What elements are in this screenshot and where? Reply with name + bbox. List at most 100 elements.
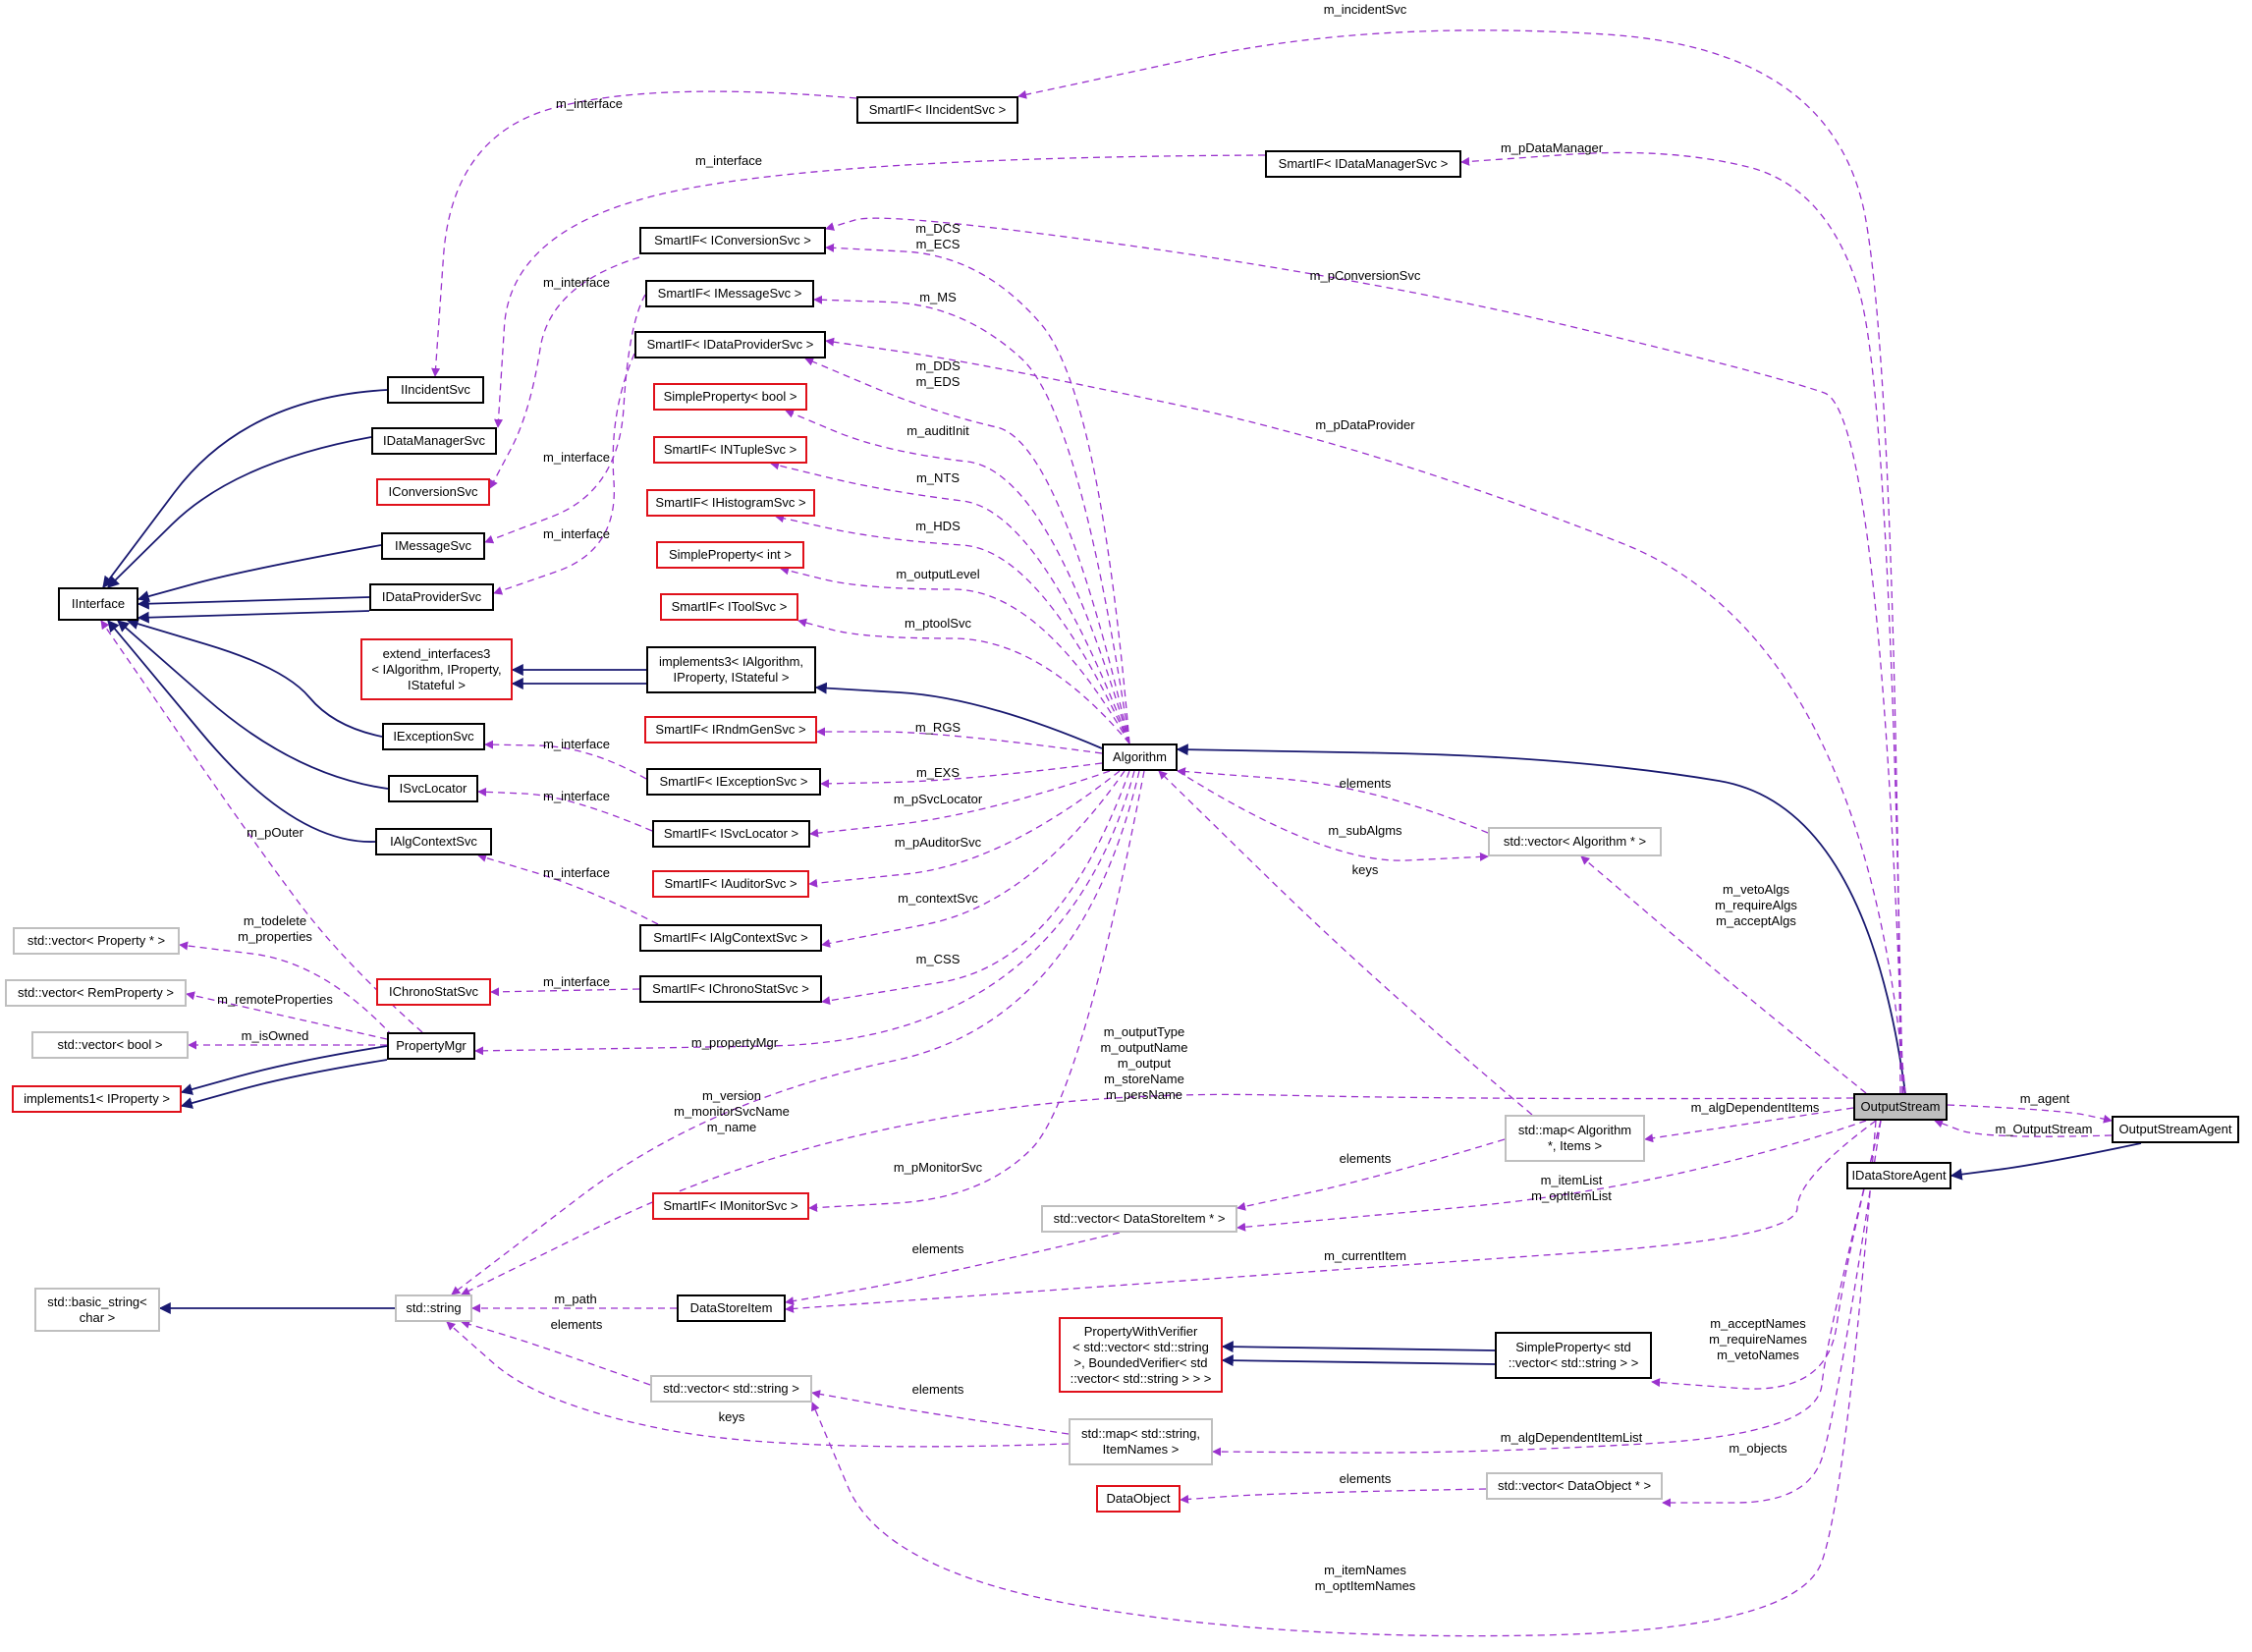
- edge-label: m_interface: [543, 974, 610, 989]
- edge-label: m_pDataProvider: [1315, 417, 1415, 432]
- class-node-iconv-if[interactable]: SmartIF< IConversionSvc >: [639, 227, 826, 254]
- class-node-irndm-if[interactable]: SmartIF< IRndmGenSvc >: [644, 716, 817, 743]
- class-node-imsg-if[interactable]: SmartIF< IMessageSvc >: [645, 280, 814, 307]
- class-node-ihist-if[interactable]: SmartIF< IHistogramSvc >: [646, 489, 815, 517]
- class-node-imsg[interactable]: IMessageSvc: [381, 532, 485, 560]
- edge-usage-outputstream-to-map-str: [1212, 1120, 1882, 1457]
- class-node-iconv[interactable]: IConversionSvc: [376, 478, 490, 506]
- edge-label: m_NTS: [916, 470, 960, 485]
- edge-usage-map-str-to-vec-str: [811, 1389, 1070, 1435]
- edge-inherit-osagent-to-idsagent: [1950, 1142, 2142, 1181]
- edge-label: m_pOuter: [247, 825, 303, 840]
- class-node-iincidentsvc-if[interactable]: SmartIF< IIncidentSvc >: [856, 96, 1018, 124]
- class-node-vec-alg[interactable]: std::vector< Algorithm * >: [1488, 827, 1662, 856]
- edge-usage-algorithm-to-irndm-if: [816, 727, 1103, 754]
- edge-label: m_interface: [543, 865, 610, 880]
- edge-label: m_algDependentItemList: [1501, 1430, 1643, 1445]
- class-node-idp-if[interactable]: SmartIF< IDataProviderSvc >: [634, 331, 826, 358]
- edge-inherit-idp-to-iinterface: [137, 596, 370, 610]
- class-node-iaudit-if[interactable]: SmartIF< IAuditorSvc >: [652, 870, 809, 898]
- class-node-vec-bool[interactable]: std::vector< bool >: [31, 1031, 189, 1059]
- edge-label: m_HDS: [915, 519, 961, 533]
- class-node-stdstring[interactable]: std::string: [395, 1294, 472, 1322]
- edge-usage-algorithm-to-sp-int: [780, 566, 1130, 744]
- edge-label: elements: [912, 1241, 964, 1256]
- class-node-ichrono-if[interactable]: SmartIF< IChronoStatSvc >: [639, 975, 822, 1003]
- class-node-dataobject[interactable]: DataObject: [1096, 1485, 1181, 1513]
- class-node-extend3[interactable]: extend_interfaces3 < IAlgorithm, IProper…: [360, 638, 513, 700]
- class-node-map-alg[interactable]: std::map< Algorithm *, Items >: [1505, 1115, 1645, 1162]
- edge-usage-algorithm-to-itool-if: [797, 618, 1130, 744]
- edge-label: m_incidentSvc: [1324, 2, 1407, 17]
- edge-label: elements: [1340, 1471, 1392, 1486]
- edge-label: m_pConversionSvc: [1310, 268, 1421, 283]
- class-node-isvcloc[interactable]: ISvcLocator: [388, 775, 478, 802]
- class-node-osagent[interactable]: OutputStreamAgent: [2112, 1116, 2239, 1143]
- edge-inherit-ialgctx-to-iinterface: [107, 620, 376, 843]
- class-node-sp-vecstr[interactable]: SimpleProperty< std ::vector< std::strin…: [1495, 1332, 1652, 1379]
- edge-usage-outputstream-to-vec-do: [1662, 1120, 1882, 1508]
- class-node-sp-bool[interactable]: SimpleProperty< bool >: [653, 383, 807, 411]
- class-node-propmgr[interactable]: PropertyMgr: [387, 1032, 475, 1060]
- edge-usage-iconv-if-to-iconv: [489, 256, 640, 489]
- class-node-iexc-if[interactable]: SmartIF< IExceptionSvc >: [646, 768, 821, 796]
- class-node-vec-dsi[interactable]: std::vector< DataStoreItem * >: [1041, 1205, 1237, 1233]
- class-node-dsi[interactable]: DataStoreItem: [677, 1294, 786, 1322]
- class-node-vec-do[interactable]: std::vector< DataObject * >: [1486, 1472, 1663, 1500]
- edge-usage-algorithm-to-vec-alg: [1177, 770, 1489, 861]
- class-node-impl1[interactable]: implements1< IProperty >: [12, 1085, 182, 1113]
- class-node-iinterface[interactable]: IInterface: [58, 587, 138, 621]
- edge-usage-algorithm-to-ialgctx-if: [821, 770, 1126, 948]
- class-node-isvcloc-if[interactable]: SmartIF< ISvcLocator >: [652, 820, 810, 848]
- class-node-sp-int[interactable]: SimpleProperty< int >: [656, 541, 804, 569]
- edge-label: elements: [1340, 776, 1392, 791]
- edge-label: m_agent: [2020, 1091, 2070, 1106]
- edge-label: m_outputLevel: [896, 567, 979, 581]
- class-node-algorithm[interactable]: Algorithm: [1102, 743, 1178, 771]
- class-node-idatamgr-if[interactable]: SmartIF< IDataManagerSvc >: [1265, 150, 1461, 178]
- edge-label: m_interface: [695, 153, 762, 168]
- class-node-imon-if[interactable]: SmartIF< IMonitorSvc >: [652, 1192, 809, 1220]
- class-node-vec-str[interactable]: std::vector< std::string >: [650, 1375, 812, 1403]
- edge-usage-map-str-to-stdstring: [446, 1321, 1070, 1448]
- class-node-intuple-if[interactable]: SmartIF< INTupleSvc >: [653, 436, 807, 464]
- class-node-ialgctx[interactable]: IAlgContextSvc: [375, 828, 492, 855]
- edge-usage-outputstream-to-idatamgr-if: [1460, 151, 1903, 1094]
- edge-label: m_interface: [543, 275, 610, 290]
- edge-label: m_path: [554, 1292, 596, 1306]
- edge-label: m_CSS: [916, 952, 961, 966]
- edge-usage-outputstream-to-vec-str: [811, 1120, 1877, 1637]
- edge-usage-outputstream-to-iincidentsvc-if: [1017, 29, 1901, 1094]
- class-node-iincidentsvc[interactable]: IIncidentSvc: [387, 376, 484, 404]
- edge-label: m_currentItem: [1324, 1248, 1406, 1263]
- class-node-itool-if[interactable]: SmartIF< IToolSvc >: [660, 593, 798, 621]
- edge-usage-imsg-if-to-imsg: [484, 294, 646, 544]
- class-node-ichrono[interactable]: IChronoStatSvc: [376, 978, 491, 1006]
- edge-label: keys: [719, 1409, 745, 1424]
- edge-usage-vec-do-to-dataobject: [1180, 1488, 1487, 1504]
- edge-usage-vec-alg-to-algorithm: [1177, 767, 1489, 834]
- class-node-vec-remprop[interactable]: std::vector< RemProperty >: [5, 979, 187, 1007]
- class-node-vec-prop[interactable]: std::vector< Property * >: [13, 927, 180, 955]
- edge-usage-osagent-to-outputstream: [1934, 1119, 2113, 1137]
- edge-usage-propmgr-to-vec-prop: [179, 941, 394, 1037]
- class-node-iexc[interactable]: IExceptionSvc: [382, 723, 485, 750]
- class-node-map-str[interactable]: std::map< std::string, ItemNames >: [1069, 1418, 1213, 1465]
- class-node-pwv[interactable]: PropertyWithVerifier < std::vector< std:…: [1059, 1317, 1223, 1393]
- class-node-outputstream[interactable]: OutputStream: [1853, 1093, 1948, 1121]
- edge-label: m_propertyMgr: [691, 1035, 779, 1050]
- edge-usage-outputstream-to-vec-dsi: [1236, 1120, 1867, 1232]
- class-node-basic-string[interactable]: std::basic_string< char >: [34, 1288, 160, 1332]
- edge-inherit-sp-vecstr-to-pwv-secondary: [1221, 1354, 1496, 1367]
- class-node-idsagent[interactable]: IDataStoreAgent: [1846, 1162, 1951, 1189]
- edge-inherit-idp-to-iinterface-secondary: [137, 610, 370, 624]
- class-node-idatamgr[interactable]: IDataManagerSvc: [371, 427, 497, 455]
- edge-usage-outputstream-to-stdstring: [461, 1093, 1854, 1295]
- edge-inherit-imsg-to-iinterface: [137, 544, 382, 602]
- class-node-ialgctx-if[interactable]: SmartIF< IAlgContextSvc >: [639, 924, 822, 952]
- edge-label: m_objects: [1729, 1441, 1787, 1456]
- class-node-idp[interactable]: IDataProviderSvc: [369, 583, 494, 611]
- class-node-impl3[interactable]: implements3< IAlgorithm, IProperty, ISta…: [646, 646, 816, 693]
